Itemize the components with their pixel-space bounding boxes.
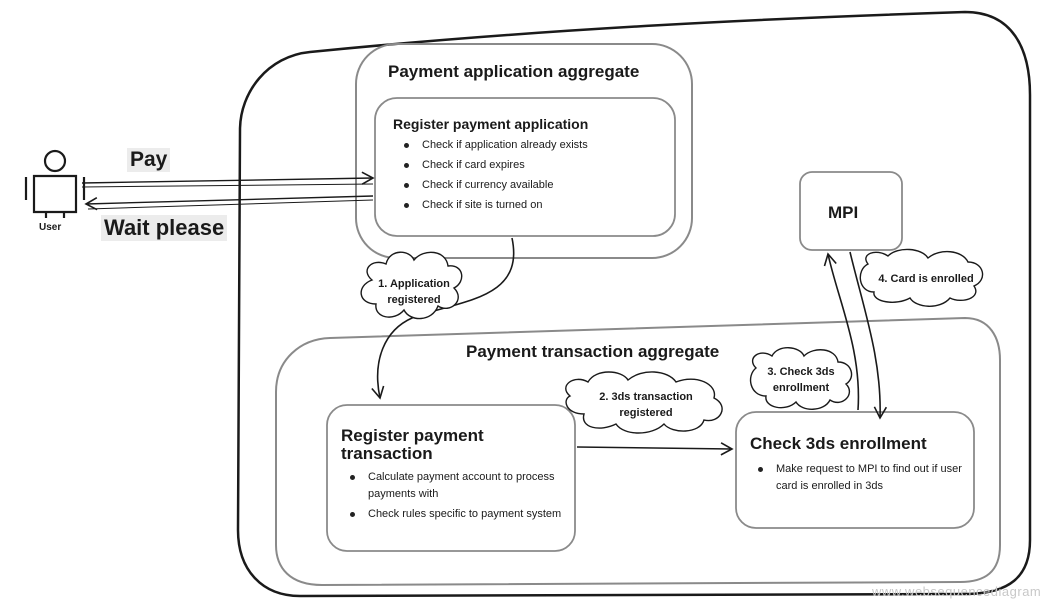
watermark: www.websequencediagrams.io — [872, 584, 1040, 599]
register-payment-application-box — [374, 97, 676, 237]
event-cloud-2 — [565, 371, 723, 434]
event-3-label: 3. Check 3ds enrollment — [767, 366, 835, 394]
pay-message: Pay — [127, 148, 171, 172]
register-payment-transaction-title: Register payment transaction — [341, 426, 484, 463]
payment-transaction-aggregate-box — [275, 316, 1001, 587]
wait-arrow — [84, 195, 374, 211]
payment-application-aggregate-box — [355, 43, 693, 259]
wait-arrow-shadow — [87, 199, 374, 210]
check-enrollment-arrow — [823, 252, 860, 411]
register-payment-transaction-list: Calculate payment account to process pay… — [342, 469, 574, 526]
check-3ds-enrollment-box — [735, 411, 975, 529]
list-item: Make request to MPI to find out if user … — [750, 461, 962, 495]
register-payment-application-title: Register payment application — [393, 116, 589, 132]
outer-boundary — [236, 10, 1032, 598]
mpi-label: MPI — [828, 203, 859, 222]
payment-application-aggregate-title: Payment application aggregate — [388, 62, 640, 81]
card-enrolled-arrow — [849, 251, 888, 420]
check-3ds-enrollment-list: Make request to MPI to find out if user … — [750, 461, 962, 498]
user-icon — [24, 149, 86, 218]
user-label: User — [39, 222, 62, 233]
list-item: Calculate payment account to process pay… — [342, 469, 574, 503]
list-item: Check if site is turned on — [396, 197, 666, 214]
register-payment-application-list: Check if application already exists Chec… — [396, 137, 666, 217]
event-cloud-1 — [360, 251, 463, 320]
event-cloud-3 — [749, 347, 853, 410]
pay-arrow-shadow — [81, 183, 374, 188]
event-1-label: 1. Application registered — [378, 278, 450, 306]
pay-arrow — [81, 171, 375, 185]
list-item: Check if currency available — [396, 177, 666, 194]
mpi-box — [799, 171, 903, 251]
transaction-registered-arrow — [576, 442, 734, 456]
wait-message: Wait please — [101, 215, 228, 241]
list-item: Check if application already exists — [396, 137, 666, 154]
event-4-label: 4. Card is enrolled — [878, 273, 974, 285]
event-2-label: 2. 3ds transaction registered — [599, 391, 693, 419]
list-item: Check rules specific to payment system — [342, 506, 574, 523]
payment-transaction-aggregate-title: Payment transaction aggregate — [466, 342, 720, 361]
check-3ds-enrollment-title: Check 3ds enrollment — [750, 434, 927, 453]
register-payment-transaction-box — [326, 404, 576, 552]
list-item: Check if card expires — [396, 157, 666, 174]
event-cloud-4 — [859, 248, 984, 307]
